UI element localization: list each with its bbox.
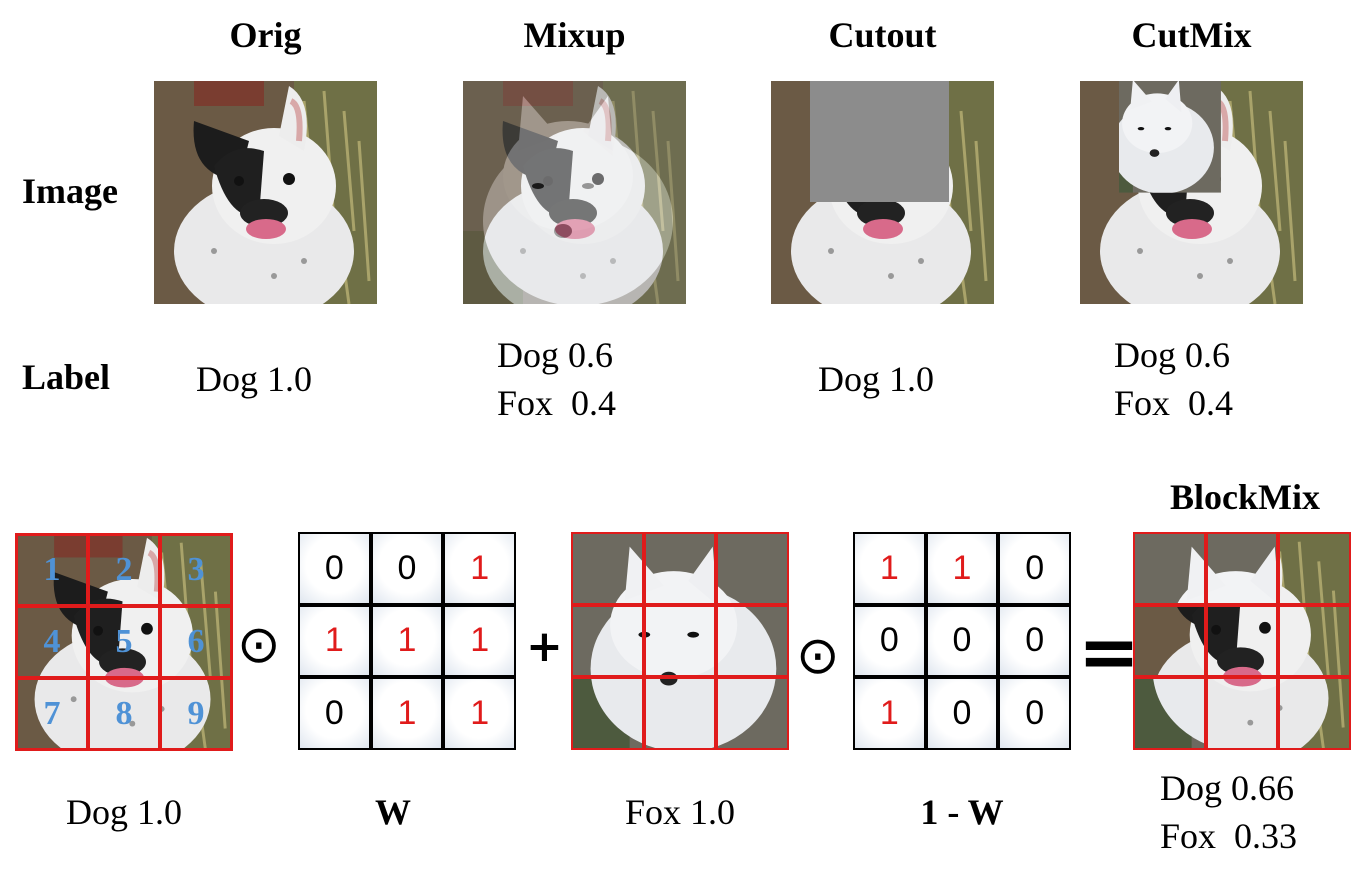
blockmix-block <box>1205 604 1279 678</box>
orig-image <box>154 81 377 304</box>
one-minus-w-cell: 0 <box>998 677 1071 750</box>
block-number: 8 <box>88 678 160 750</box>
blockmix-block <box>1205 677 1279 750</box>
w-caption: W <box>375 792 411 832</box>
one-minus-w-cell: 0 <box>998 604 1071 678</box>
block-number: 7 <box>16 678 88 750</box>
block-number: 2 <box>88 534 160 606</box>
cutout-image <box>771 81 994 304</box>
blockmix-block <box>1278 604 1351 678</box>
header-mixup: Mixup <box>523 15 626 55</box>
one-minus-w-cell: 0 <box>998 532 1071 605</box>
w-cell: 0 <box>298 677 371 750</box>
hadamard-operator: ⊙ <box>237 615 281 675</box>
plus-operator: + <box>526 621 563 672</box>
block-number: 4 <box>16 606 88 678</box>
fox-block <box>643 532 717 605</box>
one-minus-w-caption: 1 - W <box>920 792 1004 832</box>
blockmix-label: Dog 0.66 Fox 0.33 <box>1160 768 1298 856</box>
blockmix-block <box>1278 677 1351 750</box>
fox-block <box>571 677 644 750</box>
cutmix-image <box>1080 81 1303 304</box>
fox-block <box>716 532 789 605</box>
blockmix-block <box>1278 532 1351 605</box>
one-minus-w-cell: 1 <box>853 532 926 605</box>
fox-block <box>643 677 717 750</box>
one-minus-w-matrix: 1 1 0 0 0 0 1 0 0 <box>853 532 1071 750</box>
w-cell: 1 <box>443 532 516 605</box>
block-number: 6 <box>160 606 232 678</box>
blockmix-block <box>1205 532 1279 605</box>
w-cell: 1 <box>370 604 444 678</box>
one-minus-w-cell: 1 <box>925 532 999 605</box>
dog-block-grid: 1 2 3 4 5 6 7 8 9 <box>15 533 233 751</box>
blockmix-grid <box>1133 532 1351 750</box>
block-number: 9 <box>160 678 232 750</box>
w-cell: 1 <box>443 604 516 678</box>
mixup-label: Dog 0.6 Fox 0.4 <box>497 335 617 423</box>
header-orig: Orig <box>229 15 302 55</box>
blockmix-block <box>1133 604 1206 678</box>
one-minus-w-cell: 0 <box>925 604 999 678</box>
blockmix-block <box>1133 677 1206 750</box>
w-cell: 1 <box>298 604 371 678</box>
w-cell: 0 <box>298 532 371 605</box>
w-cell: 0 <box>370 532 444 605</box>
w-cell: 1 <box>370 677 444 750</box>
fox-caption: Fox 1.0 <box>624 792 736 832</box>
cutmix-label: Dog 0.6 Fox 0.4 <box>1114 335 1234 423</box>
fox-block <box>571 604 644 678</box>
fox-block <box>716 604 789 678</box>
one-minus-w-cell: 1 <box>853 677 926 750</box>
row-label-image: Image <box>22 171 118 211</box>
one-minus-w-cell: 0 <box>853 604 926 678</box>
mixup-image <box>463 81 686 304</box>
block-number: 3 <box>160 534 232 606</box>
fox-block <box>571 532 644 605</box>
equals-operator: = <box>1078 609 1141 695</box>
fox-block <box>716 677 789 750</box>
block-number: 5 <box>88 606 160 678</box>
header-cutmix: CutMix <box>1131 15 1252 55</box>
fox-block <box>643 604 717 678</box>
dog-caption: Dog 1.0 <box>66 792 182 832</box>
w-matrix: 0 0 1 1 1 1 0 1 1 <box>298 532 516 750</box>
row-label-label: Label <box>22 357 111 397</box>
cutout-label: Dog 1.0 <box>818 359 934 399</box>
blockmix-block <box>1133 532 1206 605</box>
header-cutout: Cutout <box>828 15 937 55</box>
blockmix-title: BlockMix <box>1170 477 1320 517</box>
one-minus-w-cell: 0 <box>925 677 999 750</box>
block-number: 1 <box>16 534 88 606</box>
w-cell: 1 <box>443 677 516 750</box>
orig-label: Dog 1.0 <box>196 359 312 399</box>
hadamard-operator: ⊙ <box>796 626 840 686</box>
fox-block-grid <box>571 532 789 750</box>
